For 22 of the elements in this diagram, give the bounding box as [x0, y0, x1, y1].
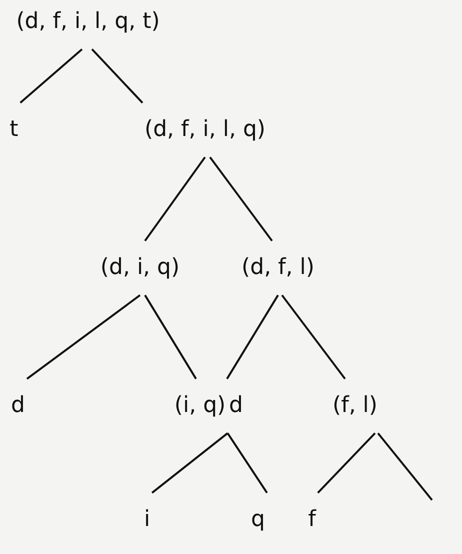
- tree-branch-line: [144, 294, 197, 380]
- tree-node-label: f: [304, 492, 320, 548]
- tree-branch-line: [281, 294, 346, 380]
- tree-node-label: (d, f, l): [238, 240, 318, 296]
- tree-branch-line: [317, 432, 376, 494]
- tree-branch-line: [151, 432, 228, 494]
- tree-node-label: q: [247, 492, 269, 548]
- tree-node-label: (f, l): [328, 378, 382, 434]
- tree-branch-line: [377, 432, 433, 501]
- tree-node-label: t: [6, 102, 22, 158]
- tree-branch-line: [209, 156, 273, 242]
- tree-node-label: (d, i, q): [96, 240, 184, 296]
- tree-branch-line: [20, 48, 83, 104]
- tree-branch-line: [226, 432, 268, 494]
- tree-node-label: (d, f, i, l, q): [140, 102, 270, 158]
- tree-branch-line: [144, 156, 206, 242]
- tree-branch-line: [91, 48, 144, 104]
- tree-branch-line: [26, 294, 141, 380]
- tree-node-label: d: [7, 378, 29, 434]
- tree-node-label: i: [140, 492, 154, 548]
- tree-branch-line: [226, 294, 279, 380]
- tree-node-label: (d, f, i, l, q, t): [12, 0, 164, 50]
